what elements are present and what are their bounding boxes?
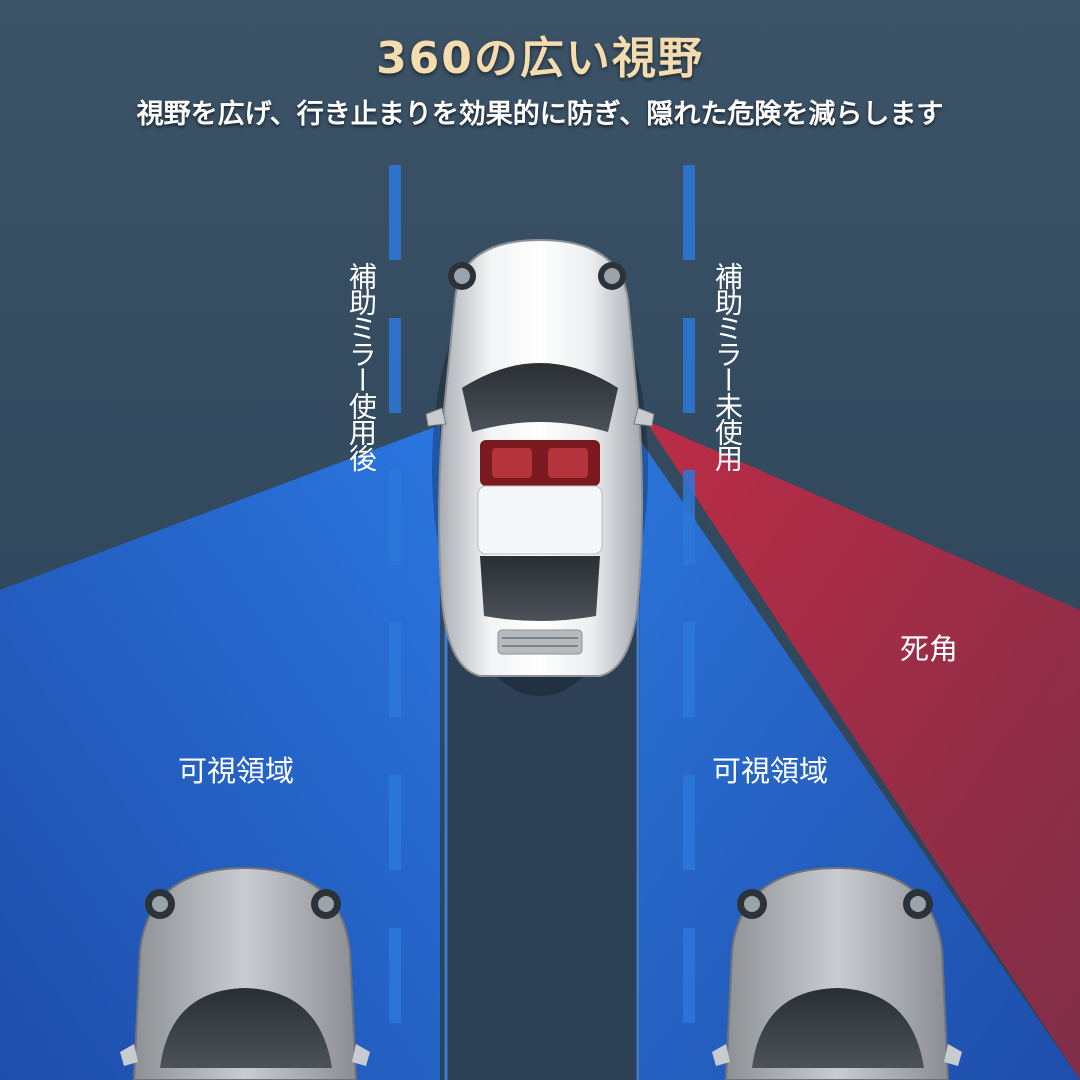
label-mirror-unused: 補助ミラー未使用 (711, 262, 744, 470)
main-car (425, 238, 655, 696)
label-mirror-used: 補助ミラー使用後 (345, 262, 378, 470)
lane-markers (389, 165, 695, 1023)
center-lane (446, 620, 638, 1080)
rear-car-left (120, 866, 370, 1080)
label-visible-area-left: 可視領域 (178, 754, 295, 788)
blind-spot-zone (645, 420, 1080, 1080)
page-title: 360の広い視野 (376, 33, 704, 84)
label-blind-spot: 死角 (900, 632, 959, 666)
rear-car-right (712, 866, 962, 1080)
page-subtitle: 視野を広げ、行き止まりを効果的に防ぎ、隠れた危険を減らします (136, 99, 944, 130)
label-visible-area-right: 可視領域 (712, 754, 829, 788)
